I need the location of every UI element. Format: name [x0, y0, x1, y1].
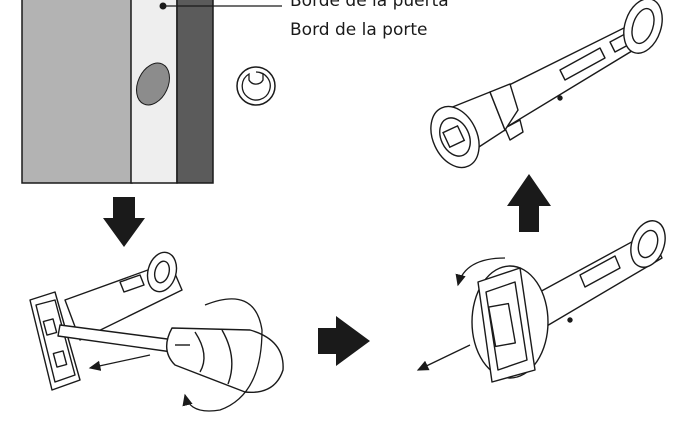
door-edge-label-fr: Bord de la porte — [290, 20, 428, 40]
door-panel — [21, 0, 214, 184]
door-edge-label-es: Borde de la puerta — [290, 0, 449, 11]
arrow-down — [103, 197, 145, 247]
bore-shape-icon — [236, 66, 276, 106]
latch-cylinder-top — [430, 83, 519, 169]
arrow-right — [318, 316, 370, 366]
callout-pointer — [159, 2, 282, 10]
rotate-counterclockwise-arrow — [455, 257, 506, 287]
door-edge-bore-hole — [136, 62, 170, 106]
rotate-clockwise-arrow — [182, 298, 263, 412]
door-frame — [176, 0, 214, 184]
door-face — [21, 0, 133, 184]
pull-direction-arrow-right — [416, 344, 471, 371]
latch-plate-left — [29, 291, 81, 391]
latch-body-left — [64, 251, 183, 341]
arrow-up — [507, 174, 551, 232]
screwdriver — [57, 324, 284, 394]
faceplate-rotated — [471, 265, 549, 383]
pull-direction-arrow-left — [88, 354, 151, 371]
